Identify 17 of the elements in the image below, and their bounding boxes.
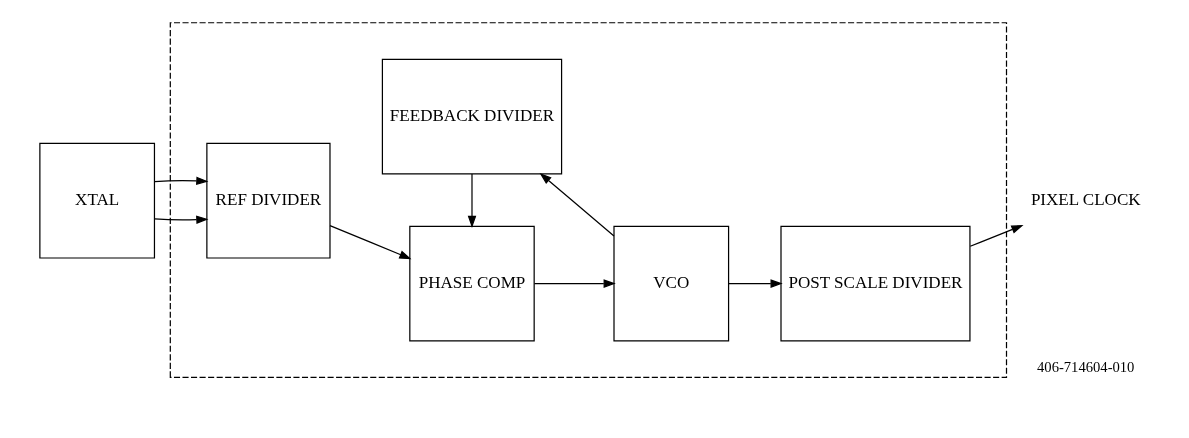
node-box: POST SCALE DIVIDER xyxy=(780,225,971,342)
arrow xyxy=(728,279,783,288)
arrow xyxy=(539,172,615,237)
node-box: VCO xyxy=(613,225,730,342)
node-box: REF DIVIDER xyxy=(206,142,331,259)
arrow xyxy=(329,224,412,260)
arrow xyxy=(969,225,1024,247)
arrow xyxy=(154,215,209,224)
node-box: XTAL xyxy=(39,142,156,259)
arrow xyxy=(533,279,616,288)
arrow xyxy=(154,176,209,186)
node-text: PIXEL CLOCK xyxy=(1030,190,1141,210)
node-box: PHASE COMP xyxy=(409,225,535,342)
label: 406-714604-010 xyxy=(1037,358,1135,375)
node-box: FEEDBACK DIVIDER xyxy=(381,58,563,175)
cluster xyxy=(169,22,1008,379)
arrow xyxy=(467,173,477,229)
